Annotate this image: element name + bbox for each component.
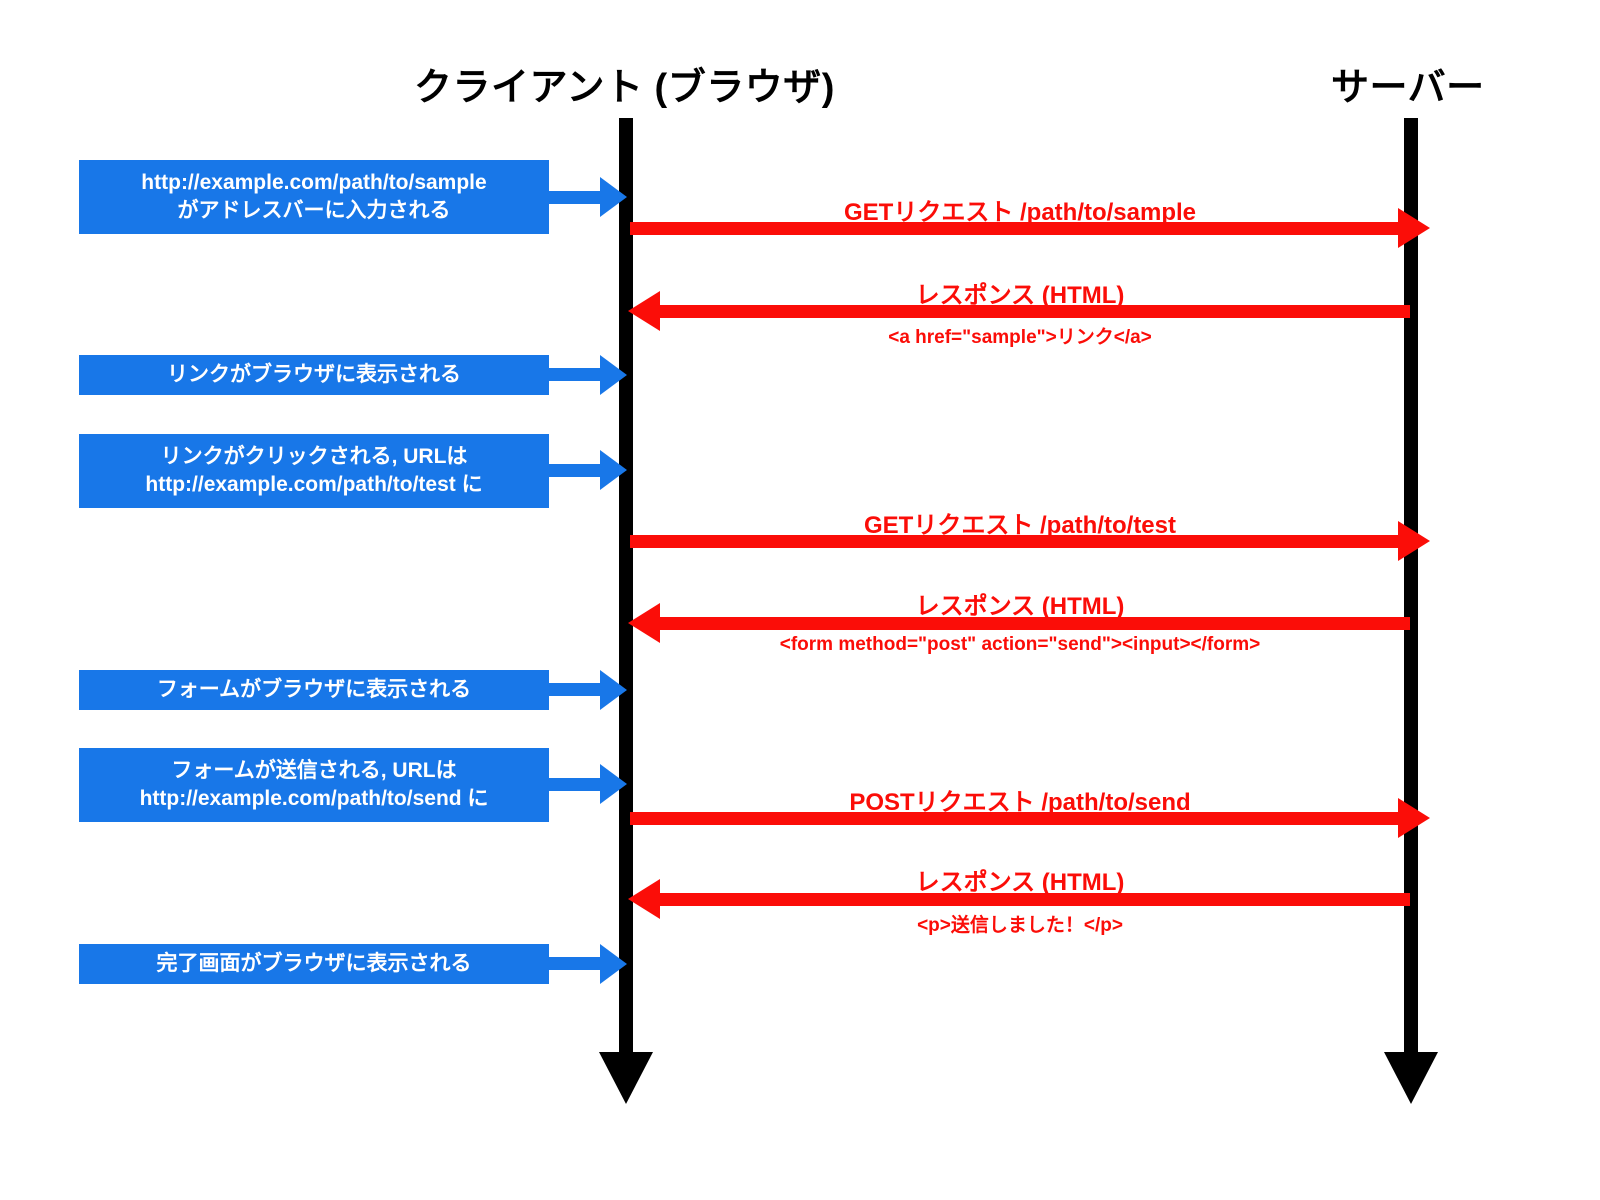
client-event-arrowhead-icon [600,670,627,710]
client-event-arrowhead-icon [600,944,627,984]
message-arrow-shaft [630,535,1410,548]
client-event-line: http://example.com/path/to/sample [141,171,487,195]
server-participant-title: サーバー [1331,67,1485,109]
client-lifeline [619,118,633,1056]
client-event-box: 完了画面がブラウザに表示される [79,944,549,984]
message-arrow-shaft [630,812,1410,825]
message-payload: <a href="sample">リンク</a> [888,327,1152,348]
client-event-box: http://example.com/path/to/sample がアドレスバ… [79,160,549,234]
message-arrowhead-right-icon [1398,798,1430,838]
client-event-line: フォームがブラウザに表示される [156,678,472,702]
client-event-box: フォームがブラウザに表示される [79,670,549,710]
client-event-arrow-shaft [549,778,605,791]
message-label: GETリクエスト /path/to/test [864,512,1176,539]
client-lifeline-arrowhead-icon [599,1052,653,1104]
client-participant-title: クライアント (ブラウザ) [414,67,835,109]
client-event-box: リンクがクリックされる, URLは http://example.com/pat… [79,434,549,508]
client-event-line: がアドレスバーに入力される [177,199,451,222]
server-lifeline [1404,118,1418,1056]
message-arrowhead-right-icon [1398,521,1430,561]
message-arrow-shaft [630,222,1410,235]
client-event-box: リンクがブラウザに表示される [79,355,549,395]
client-event-arrowhead-icon [600,177,627,217]
message-arrow-shaft [660,617,1410,630]
message-label: レスポンス (HTML) [915,869,1125,896]
message-arrow-shaft [660,893,1410,906]
client-event-arrow-shaft [549,957,605,970]
client-event-line: リンクがブラウザに表示される [167,363,461,387]
client-event-arrowhead-icon [600,355,627,395]
client-event-arrow-shaft [549,464,605,477]
message-payload: <form method="post" action="send"><input… [779,634,1261,655]
client-event-arrowhead-icon [600,450,627,490]
message-label: レスポンス (HTML) [915,282,1125,309]
client-event-arrowhead-icon [600,764,627,804]
message-arrowhead-left-icon [628,291,660,331]
client-event-line: 完了画面がブラウザに表示される [156,952,472,976]
client-event-arrow-shaft [549,368,605,381]
client-event-arrow-shaft [549,191,605,204]
message-label: レスポンス (HTML) [915,593,1125,620]
client-event-arrow-shaft [549,683,605,696]
client-event-line: http://example.com/path/to/send に [139,787,489,810]
message-arrowhead-right-icon [1398,208,1430,248]
server-lifeline-arrowhead-icon [1384,1052,1438,1104]
client-event-line: フォームが送信される, URLは [171,759,457,783]
message-arrowhead-left-icon [628,603,660,643]
message-arrowhead-left-icon [628,879,660,919]
message-label: GETリクエスト /path/to/sample [843,199,1197,226]
message-payload: <p>送信しました！</p> [917,915,1123,936]
client-event-box: フォームが送信される, URLは http://example.com/path… [79,748,549,822]
message-label: POSTリクエスト /path/to/send [849,789,1191,816]
message-arrow-shaft [660,305,1410,318]
client-event-line: リンクがクリックされる, URLは [160,445,468,469]
client-event-line: http://example.com/path/to/test に [145,473,483,496]
